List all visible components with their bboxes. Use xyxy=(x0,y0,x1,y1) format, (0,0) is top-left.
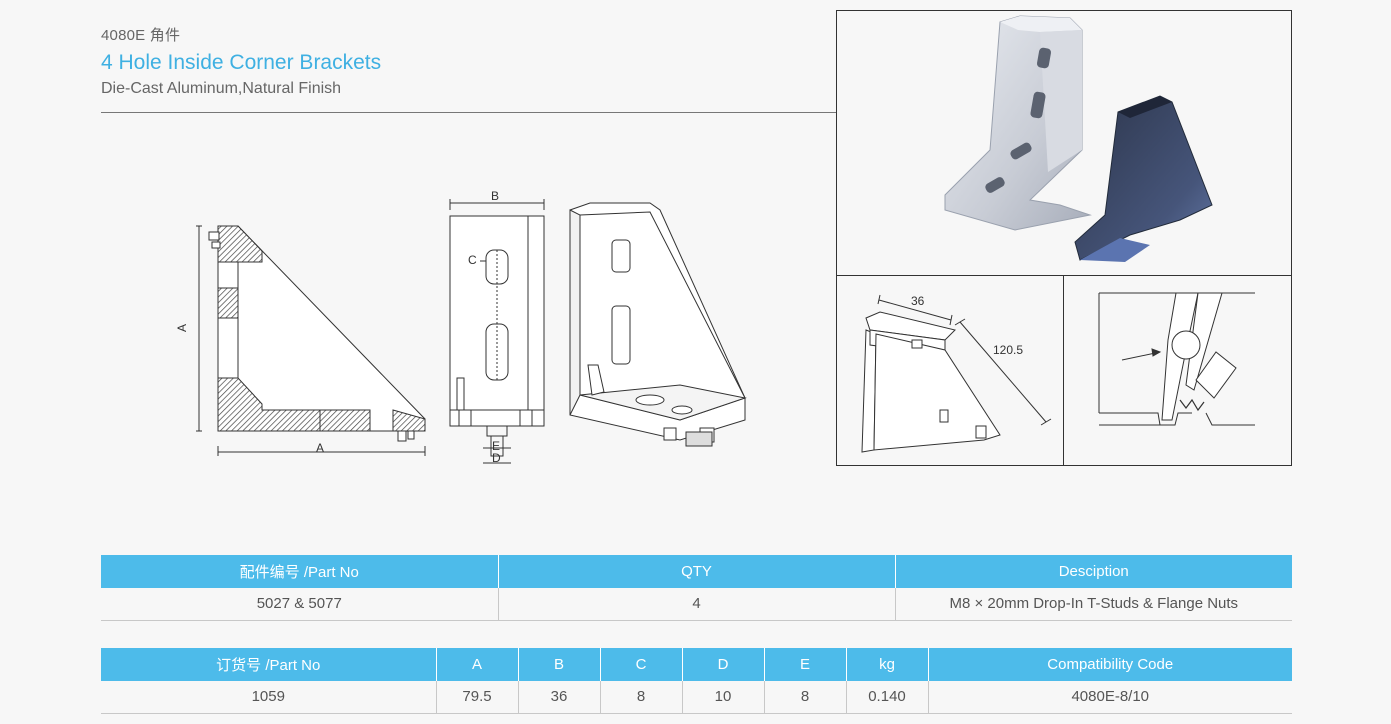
parts-cell-description: M8 × 20mm Drop-In T-Studs & Flange Nuts xyxy=(894,588,1292,621)
order-header-kg: kg xyxy=(845,648,928,681)
order-header-b: B xyxy=(517,648,600,681)
parts-cell-part-no: 5027 & 5077 xyxy=(101,588,498,621)
parts-cell-qty: 4 xyxy=(497,588,895,621)
parts-header-part-no: 配件编号 /Part No xyxy=(101,555,498,588)
order-cell-kg: 0.140 xyxy=(845,681,928,714)
order-cell-c: 8 xyxy=(599,681,682,714)
dim-label-a-vertical: A xyxy=(175,324,189,332)
parts-table: 配件编号 /Part No QTY Desciption 5027 & 5077… xyxy=(101,555,1292,621)
dim-label-e: E xyxy=(492,439,500,453)
dim-label-d: D xyxy=(492,451,501,465)
product-photo-frame xyxy=(836,10,1292,276)
parts-header-qty: QTY xyxy=(497,555,895,588)
order-cell-b: 36 xyxy=(517,681,600,714)
model-code: 4080E 角件 xyxy=(101,27,181,44)
product-subtitle: Die-Cast Aluminum,Natural Finish xyxy=(101,80,342,97)
dim-label-b: B xyxy=(491,189,499,203)
table-row: 1059 79.5 36 8 10 8 0.140 4080E-8/10 xyxy=(101,681,1292,714)
order-cell-a: 79.5 xyxy=(435,681,518,714)
order-header-c: C xyxy=(599,648,682,681)
order-cell-e: 8 xyxy=(763,681,846,714)
header-divider xyxy=(101,112,837,113)
table-row: 5027 & 5077 4 M8 × 20mm Drop-In T-Studs … xyxy=(101,588,1292,621)
order-table: 订货号 /Part No A B C D E kg Compatibility … xyxy=(101,648,1292,714)
order-header-d: D xyxy=(681,648,764,681)
order-header-compatibility: Compatibility Code xyxy=(927,648,1292,681)
dim-label-c: C xyxy=(468,253,477,267)
order-cell-part-no: 1059 xyxy=(101,681,436,714)
product-title: 4 Hole Inside Corner Brackets xyxy=(101,51,382,74)
parts-header-description: Desciption xyxy=(894,555,1292,588)
install-diagram-frame xyxy=(836,275,1064,466)
dim-label-a-horizontal: A xyxy=(316,441,324,455)
order-header-a: A xyxy=(435,648,518,681)
order-cell-compatibility: 4080E-8/10 xyxy=(927,681,1292,714)
order-cell-d: 10 xyxy=(681,681,764,714)
isometric-view-drawing xyxy=(569,202,747,447)
slot-detail-frame xyxy=(1063,275,1292,466)
side-view-drawing xyxy=(196,225,426,456)
order-header-part-no: 订货号 /Part No xyxy=(101,648,436,681)
front-view-drawing xyxy=(449,199,545,464)
order-header-e: E xyxy=(763,648,846,681)
